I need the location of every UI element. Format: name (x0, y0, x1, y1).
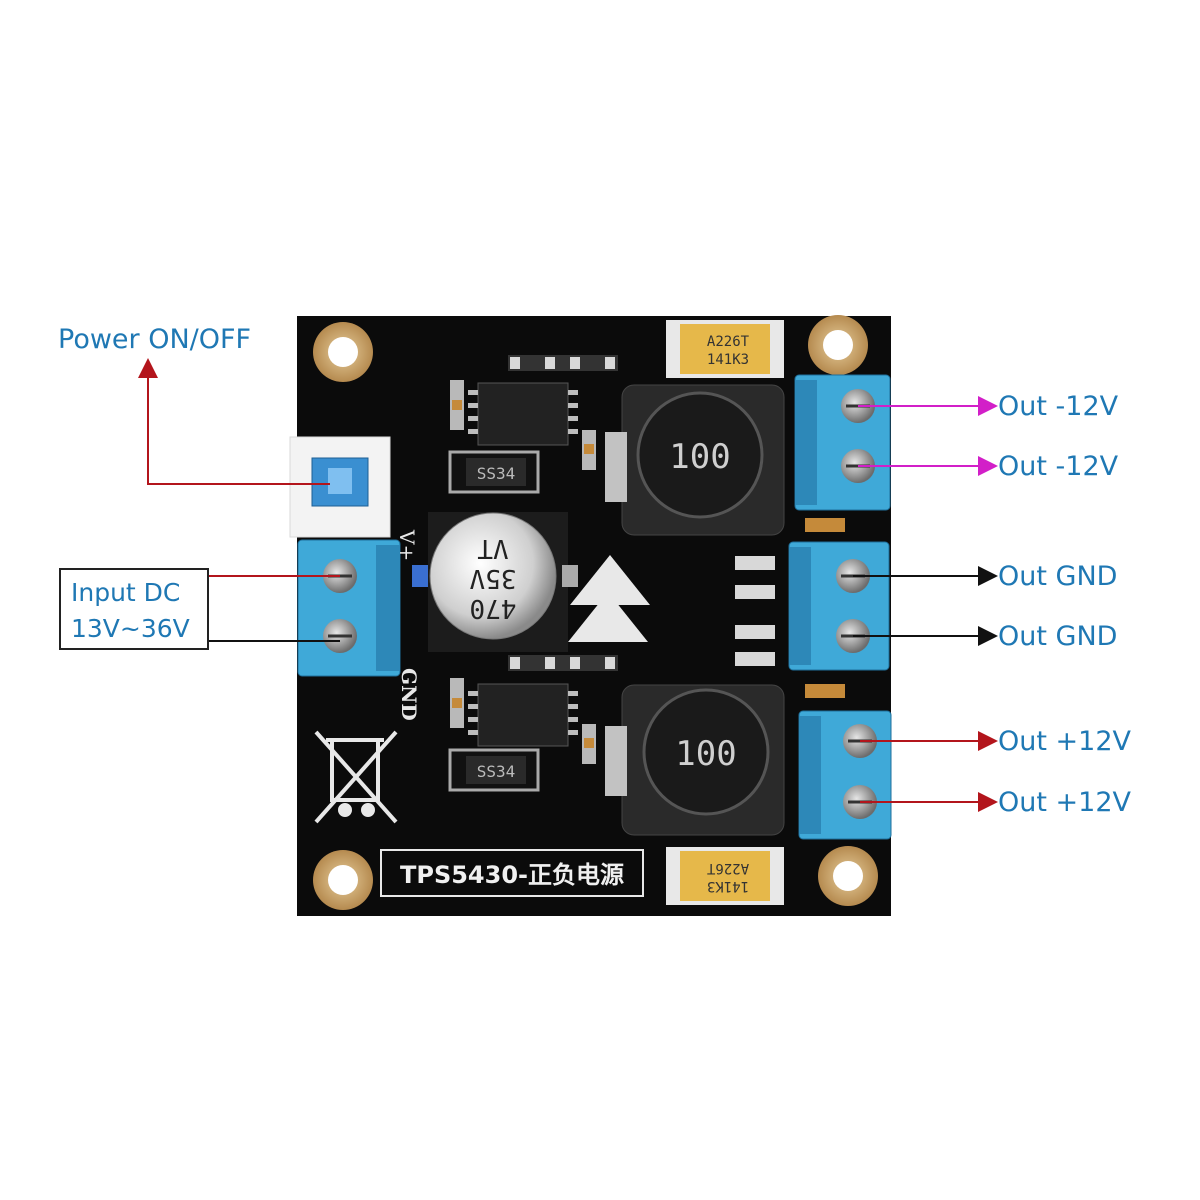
out-neg-label-1: Out -12V (998, 391, 1119, 422)
input-dc-label: Input DC (71, 578, 181, 607)
svg-text:SS34: SS34 (477, 762, 516, 781)
out-neg-label-2: Out -12V (998, 451, 1119, 482)
cap-text-3: VT (477, 533, 509, 563)
output-terminal-gnd (788, 541, 890, 671)
inductor-l1: 100 (621, 684, 785, 836)
inductor-l2: 100 (621, 384, 785, 536)
diode-d2: SS34 (448, 450, 540, 494)
power-switch (289, 436, 391, 538)
output-terminal-neg (794, 374, 891, 511)
gnd-label: GND (397, 668, 421, 721)
svg-text:SS34: SS34 (477, 464, 516, 483)
mounting-hole-br (818, 846, 878, 906)
ic1-chip (468, 683, 578, 747)
mounting-hole-tl (313, 322, 373, 382)
tantalum-capacitor-c9: A226T 141K3 (666, 320, 784, 378)
power-callout-label: Power ON/OFF (58, 324, 252, 355)
out-gnd-label-1: Out GND (998, 561, 1118, 592)
cap-text-2: 35V (470, 563, 517, 593)
electrolytic-capacitor: 470 35V VT (428, 512, 568, 652)
weee-bin-icon (314, 730, 398, 824)
silkscreen-title-box: TPS5430-正负电源 (380, 849, 644, 897)
output-terminal-pos (798, 710, 892, 840)
mounting-hole-bl (313, 850, 373, 910)
out-gnd-label-2: Out GND (998, 621, 1118, 652)
out-pos-label-1: Out +12V (998, 726, 1131, 757)
svg-text:141K3: 141K3 (707, 878, 749, 894)
inductor-l2-text: 100 (669, 437, 730, 477)
svg-text:TPS5430-正负电源: TPS5430-正负电源 (400, 861, 624, 889)
vplus-label: V+ (395, 529, 419, 561)
input-terminal-block (297, 539, 401, 677)
esd-warning-symbol (568, 555, 650, 642)
tantalum-capacitor-c2: 141K3 A226T (666, 847, 784, 905)
inductor-l1-text: 100 (675, 734, 736, 774)
mounting-hole-tr (808, 315, 868, 375)
svg-text:A226T: A226T (707, 334, 750, 350)
cap-text-1: 470 (470, 593, 517, 623)
svg-text:141K3: 141K3 (707, 352, 749, 368)
svg-text:A226T: A226T (706, 860, 749, 876)
ic2-chip (468, 382, 578, 446)
power-arrow (138, 358, 330, 485)
out-pos-label-2: Out +12V (998, 787, 1131, 818)
smd-components (412, 355, 845, 796)
diode-d1: SS34 (448, 748, 540, 792)
input-dc-callout-box: Input DC 13V~36V (59, 568, 209, 650)
input-voltage-label: 13V~36V (71, 614, 190, 643)
